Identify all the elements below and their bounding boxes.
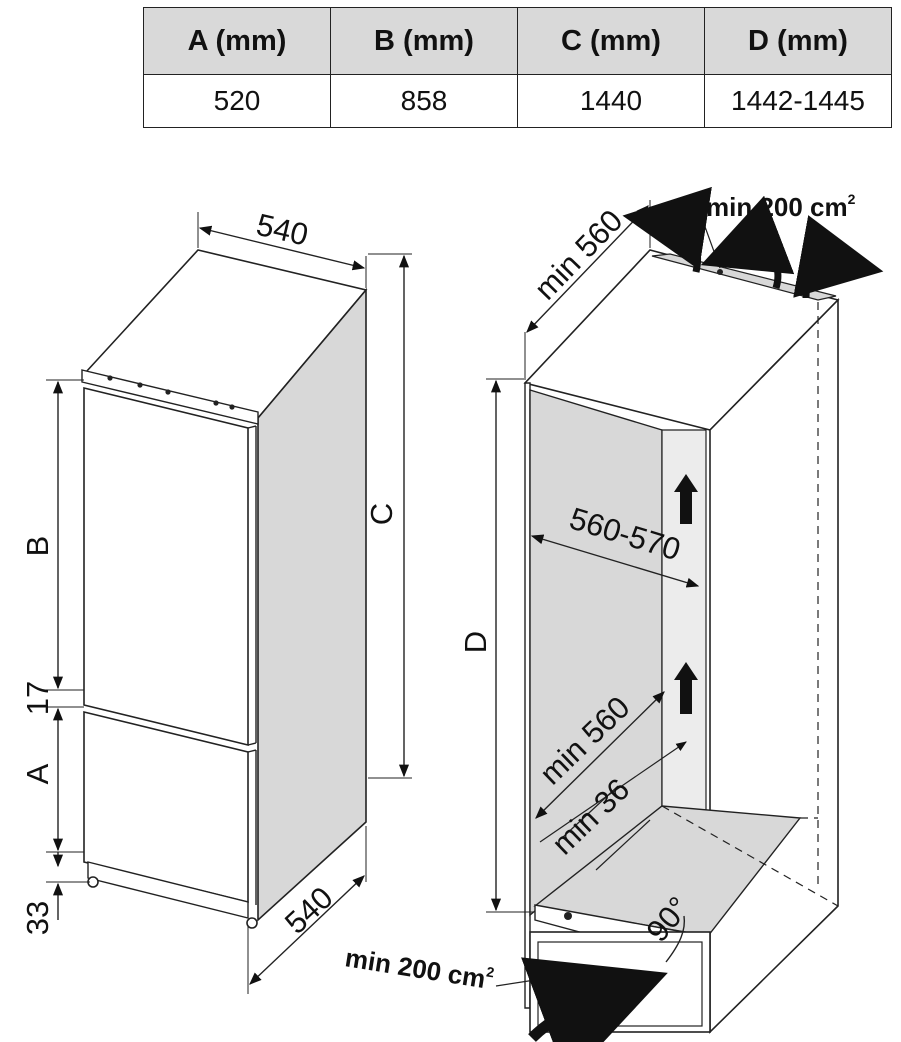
niche-height-label: D <box>458 631 493 653</box>
fridge-hinge-strip <box>81 369 259 425</box>
hinge-screw <box>165 389 171 395</box>
vent-top-label: min 200 cm2 <box>706 191 856 222</box>
fridge-width-label: 540 <box>253 207 311 253</box>
air-up-arrow-icon <box>674 662 698 714</box>
niche-right-panel <box>709 298 839 1034</box>
air-up-arrow-icon <box>674 474 698 524</box>
hinge-screw <box>229 404 235 410</box>
fridge-height-label: C <box>364 503 399 525</box>
table-value-d: 1442-1445 <box>704 74 892 128</box>
hinge-screw <box>213 400 219 406</box>
dimension-table: A (mm) B (mm) C (mm) D (mm) 520 858 1440… <box>143 7 892 128</box>
lower-door-label: A <box>20 763 55 784</box>
airflow-arrow-icon <box>793 215 884 299</box>
table-header-row: A (mm) B (mm) C (mm) D (mm) <box>143 7 892 75</box>
vent-bottom-label: min 200 cm2 <box>343 941 496 995</box>
vent-bottom-text: min 200 cm <box>343 942 488 994</box>
vent-top-sup: 2 <box>848 191 856 207</box>
table-value-row: 520 858 1440 1442-1445 <box>143 74 892 128</box>
plinth-screw <box>564 912 572 920</box>
hinge-screw <box>137 382 143 388</box>
door-gap-label: 17 <box>20 681 55 715</box>
fridge-drawing: 540 C 540 B 17 A 33 <box>20 207 412 994</box>
fridge-side-face <box>257 287 367 922</box>
table-value-b: 858 <box>330 74 518 128</box>
airflow-arrow-icon <box>622 186 712 273</box>
table-value-c: 1440 <box>517 74 705 128</box>
table-value-a: 520 <box>143 74 331 128</box>
niche-drawing: min 560 min 200 cm2 560-570 D min 560 mi <box>343 186 884 1042</box>
niche-left-panel <box>524 382 531 1009</box>
hinge-screw <box>107 375 113 381</box>
table-header-d: D (mm) <box>704 7 892 75</box>
upper-door-label: B <box>20 536 55 557</box>
fridge-base <box>87 861 249 919</box>
table-header-b: B (mm) <box>330 7 518 75</box>
base-height-label: 33 <box>20 901 55 935</box>
vent-bottom-sup: 2 <box>485 963 495 980</box>
vent-top-text: min 200 cm <box>706 192 848 222</box>
airflow-arrow-icon <box>700 195 795 290</box>
table-header-a: A (mm) <box>143 7 331 75</box>
airflow-arrow-icon <box>521 957 668 1042</box>
fridge-upper-door <box>83 386 249 747</box>
